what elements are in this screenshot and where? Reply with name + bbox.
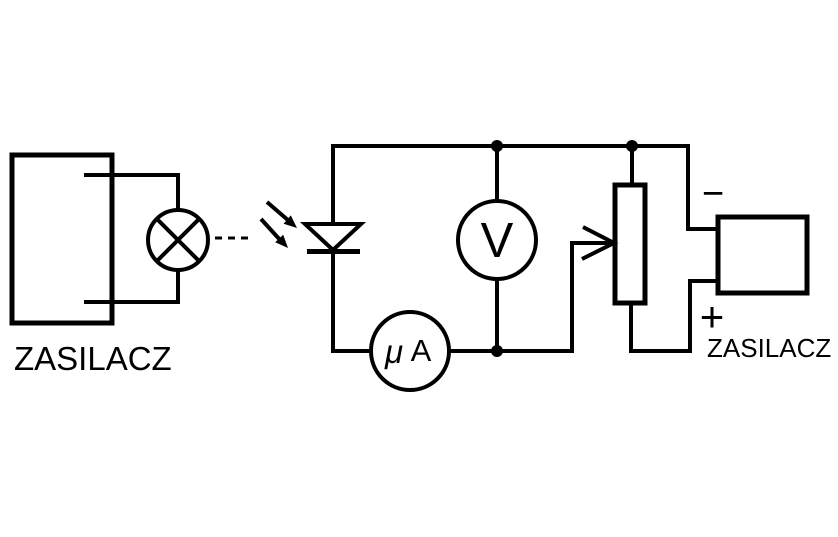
wiper-arrow-icon: [581, 225, 619, 261]
lamp-icon: [146, 208, 210, 272]
photodiode-icon: [299, 222, 367, 254]
light-beam: [215, 200, 297, 248]
potentiometer-body: [612, 182, 648, 306]
left-supply-label: ZASILACZ: [14, 340, 172, 377]
voltmeter-symbol: V: [456, 199, 538, 281]
light-ray-shaft: [259, 217, 283, 243]
junction-dot: [491, 140, 503, 152]
power-supply-box: [715, 214, 810, 296]
voltmeter-label: V: [481, 214, 514, 268]
plus-terminal-label: +: [700, 293, 725, 340]
light-ray-arrowhead-icon: [283, 215, 297, 228]
lamp-cross: [155, 217, 201, 263]
right-supply-label: ZASILACZ: [707, 333, 831, 363]
microammeter-symbol: μ A: [369, 310, 451, 392]
junction-dot: [491, 345, 503, 357]
wire-top-rail: [331, 144, 718, 231]
power-supply-box: [9, 152, 115, 326]
light-ray-arrow: [265, 200, 297, 228]
microammeter-mu-label: μ: [384, 333, 403, 370]
light-ray-shaft: [265, 200, 291, 223]
microammeter-a-label: A: [411, 333, 432, 368]
wire: [84, 173, 180, 211]
minus-terminal-label: −: [702, 173, 724, 215]
light-ray-arrowhead-icon: [275, 234, 288, 248]
photodiode-triangle: [299, 222, 367, 253]
light-ray-arrow: [259, 217, 288, 248]
right-power-supply-section: − + ZASILACZ: [700, 173, 832, 363]
wire: [84, 270, 180, 304]
wire: [331, 251, 371, 353]
potentiometer-symbol: [581, 146, 718, 353]
left-power-supply-section: ZASILACZ: [9, 152, 210, 377]
wire-bottom-rail: [449, 241, 610, 353]
wire: [629, 279, 718, 353]
measurement-circuit: μ A V: [299, 140, 832, 392]
